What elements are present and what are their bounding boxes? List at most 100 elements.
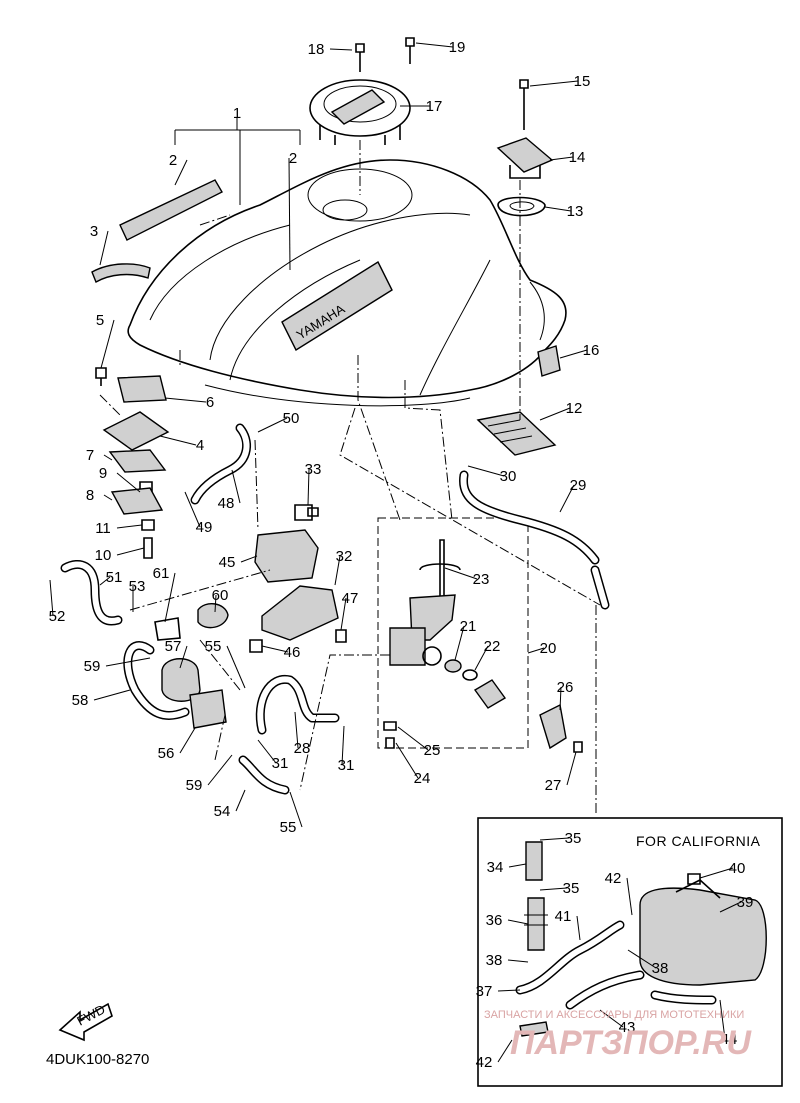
callout-leader-c24 <box>395 742 419 779</box>
callout-leader-c57 <box>179 645 188 669</box>
callout-leader-c46 <box>261 645 289 653</box>
callout-leader-c12 <box>539 407 571 421</box>
callout-c55a: 55 <box>205 638 222 655</box>
callout-leader-c31b <box>341 725 345 766</box>
callout-c7: 7 <box>86 447 94 464</box>
callout-leader-c54 <box>235 789 246 812</box>
callout-c13: 13 <box>567 203 584 220</box>
callout-leader-c10 <box>116 547 145 556</box>
callout-leader-c18 <box>329 48 353 51</box>
callout-1-bracket <box>174 118 301 205</box>
callout-leader-c28 <box>294 711 299 749</box>
callout-leader-c60 <box>214 594 217 613</box>
callout-leader-c13 <box>544 206 572 212</box>
callout-c15: 15 <box>574 73 591 90</box>
callout-leader-c48 <box>231 469 241 504</box>
callout-c34: 34 <box>487 859 504 876</box>
callout-c25: 25 <box>424 742 441 759</box>
callout-c40: 40 <box>729 860 746 877</box>
callout-leader-c38a <box>507 959 529 963</box>
callout-leader-c44 <box>719 999 726 1040</box>
callout-c28: 28 <box>294 740 311 757</box>
callout-leader-c3 <box>99 230 109 266</box>
callout-leader-c42b <box>497 1039 513 1063</box>
callout-leader-c37 <box>497 989 521 992</box>
callout-c61: 61 <box>153 565 170 582</box>
callout-c22: 22 <box>484 638 501 655</box>
callout-leader-c30 <box>467 465 505 477</box>
fuel-tank: YAMAHA <box>119 159 567 407</box>
callout-leader-c14 <box>549 156 574 161</box>
callout-c35a: 35 <box>565 830 582 847</box>
callout-c33: 33 <box>305 461 322 478</box>
callout-c3: 3 <box>90 223 98 240</box>
callout-c30: 30 <box>500 468 517 485</box>
callout-c35b: 35 <box>563 880 580 897</box>
leader-dash-lines <box>99 140 601 815</box>
callout-leader-c51 <box>99 576 111 586</box>
diagram-code: 4DUK100-8270 <box>46 1051 149 1068</box>
callout-c20: 20 <box>540 640 557 657</box>
callout-leader-c7 <box>103 454 113 461</box>
callout-c37: 37 <box>476 983 493 1000</box>
callout-c57: 57 <box>165 638 182 655</box>
callout-leader-c4 <box>159 435 197 446</box>
callout-c39: 39 <box>737 894 754 911</box>
callout-leader-c31a <box>257 739 277 764</box>
callout-leader-c22 <box>474 645 489 671</box>
fuel-cock <box>377 517 583 753</box>
callout-leader-c19 <box>415 42 454 48</box>
callout-leader-c23 <box>444 567 478 580</box>
callout-c27: 27 <box>545 777 562 794</box>
callout-leader-c15 <box>529 80 579 87</box>
callout-c18: 18 <box>308 41 325 58</box>
california-box-title: FOR CALIFORNIA <box>636 833 761 849</box>
callout-leader-c40 <box>699 867 734 879</box>
callout-leader-c33 <box>307 468 310 506</box>
callout-c14: 14 <box>569 149 586 166</box>
callout-c59b: 59 <box>84 658 101 675</box>
callout-c44: 44 <box>721 1031 738 1048</box>
watermark-tagline: ЗАПЧАСТИ И АКСЕССУАРЫ ДЛЯ МОТОТЕХНИКИ <box>484 1009 744 1021</box>
callout-leader-c61 <box>164 572 176 623</box>
callout-c45: 45 <box>219 554 236 571</box>
callout-c1: 1 <box>233 105 241 122</box>
callout-leader-c29 <box>559 484 575 513</box>
callout-leader-c59a <box>207 754 233 786</box>
callout-leader-c59b <box>105 657 151 667</box>
callout-leader-c32 <box>334 555 341 586</box>
callout-c5: 5 <box>96 312 104 329</box>
callout-leader-c16 <box>559 349 588 359</box>
callout-c8: 8 <box>86 487 94 504</box>
callout-leader-c55a <box>226 645 246 689</box>
filler-cap <box>309 37 415 145</box>
callout-leader-c38b <box>627 949 657 969</box>
callout-c42b: 42 <box>476 1054 493 1071</box>
callout-leader-c20 <box>527 647 545 654</box>
callout-leader-c50 <box>257 417 288 433</box>
callout-c53: 53 <box>129 578 146 595</box>
callout-c4: 4 <box>196 437 204 454</box>
fwd-label: FWD <box>74 1002 107 1029</box>
tank-stripe-emblem <box>119 179 223 241</box>
callout-c38b: 38 <box>652 960 669 977</box>
callout-leader-c39 <box>719 901 742 913</box>
callout-c55b: 55 <box>280 819 297 836</box>
callout-leader-c34 <box>508 863 527 868</box>
callout-leader-c45 <box>240 555 258 563</box>
callout-leader-c11 <box>116 524 143 529</box>
hoses <box>60 423 610 795</box>
rear-mount-parts <box>476 79 561 456</box>
california-box <box>477 817 783 1087</box>
callout-c60: 60 <box>212 587 229 604</box>
callout-leader-c42a <box>626 877 633 916</box>
callout-leader-c36 <box>507 919 529 925</box>
callout-c16: 16 <box>583 342 600 359</box>
callout-leader-c2a <box>174 159 188 186</box>
front-mount-parts <box>91 263 170 559</box>
forward-arrow: FWD <box>58 1002 113 1042</box>
callout-c31a: 31 <box>272 755 289 772</box>
callout-leader-c55b <box>289 791 303 828</box>
